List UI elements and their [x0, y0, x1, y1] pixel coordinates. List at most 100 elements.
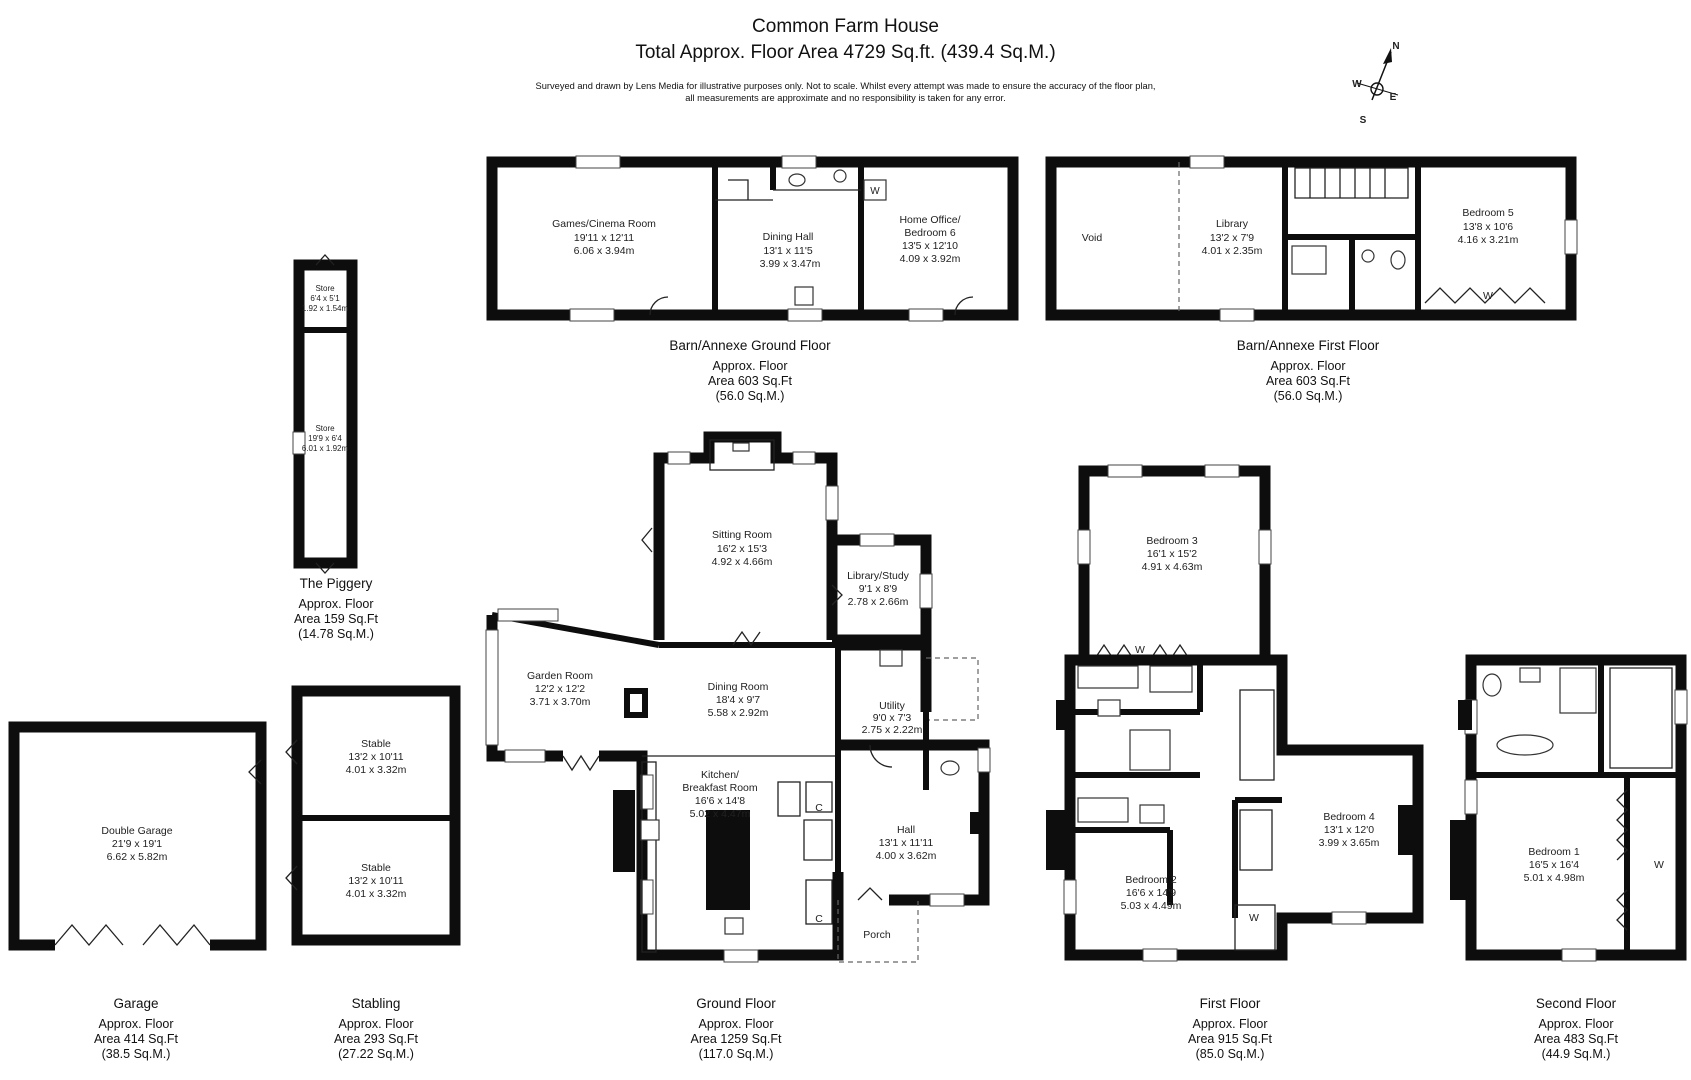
- room-bedroom4-name: Bedroom 4: [1323, 811, 1375, 823]
- room-double-garage-name: Double Garage: [101, 825, 172, 837]
- floor-name: Ground Floor: [696, 996, 776, 1011]
- room-home-office-name2: Bedroom 6: [904, 227, 956, 239]
- floor-label: Approx. Floor: [712, 359, 788, 373]
- room-hall-name: Hall: [897, 824, 915, 836]
- floor-label: Approx. Floor: [1270, 359, 1346, 373]
- room-store2-imperial: 19'9 x 6'4: [308, 434, 342, 443]
- floor-area: Area 414 Sq.Ft: [93, 1032, 179, 1046]
- disclaimer: Surveyed and drawn by Lens Media for ill…: [0, 80, 1691, 104]
- room-stable2-name: Stable: [361, 862, 391, 874]
- wardrobe-mark: W: [1483, 290, 1493, 302]
- room-dining-imperial: 18'4 x 9'7: [716, 694, 760, 706]
- floor-label: Approx. Floor: [298, 597, 374, 611]
- compass-south: S: [1360, 115, 1367, 126]
- floor-metric: (38.5 Sq.M.): [101, 1047, 171, 1061]
- room-double-garage-imperial: 21'9 x 19'1: [112, 838, 162, 850]
- room-bedroom5-name: Bedroom 5: [1462, 207, 1514, 219]
- room-bedroom1-imperial: 16'5 x 16'4: [1529, 859, 1579, 871]
- wardrobe-mark: W: [1249, 912, 1259, 924]
- room-bedroom5-imperial: 13'8 x 10'6: [1463, 221, 1513, 233]
- floor-label: Approx. Floor: [1538, 1017, 1614, 1031]
- wardrobe-mark: W: [1654, 859, 1664, 871]
- floor-area: Area 483 Sq.Ft: [1533, 1032, 1619, 1046]
- room-kitchen-metric: 5.02 x 4.47m: [690, 808, 751, 820]
- room-store1-imperial: 6'4 x 5'1: [310, 294, 340, 303]
- room-games-metric: 6.06 x 3.94m: [574, 245, 635, 257]
- barn-first-floor: Void Library 13'2 x 7'9 4.01 x 2.35m Bed…: [1045, 155, 1578, 322]
- room-double-garage-metric: 6.62 x 5.82m: [107, 851, 168, 863]
- compass-west: W: [1352, 79, 1362, 90]
- caption-stabling: Stabling Approx. Floor Area 293 Sq.Ft (2…: [266, 996, 486, 1062]
- floor-metric: (85.0 Sq.M.): [1195, 1047, 1265, 1061]
- floor-metric: (56.0 Sq.M.): [715, 389, 785, 403]
- floor-name: Barn/Annexe First Floor: [1236, 338, 1380, 353]
- floor-area: Area 603 Sq.Ft: [1265, 374, 1351, 388]
- room-sitting-imperial: 16'2 x 15'3: [717, 543, 767, 555]
- floor-area: Area 915 Sq.Ft: [1187, 1032, 1273, 1046]
- room-library-study-name: Library/Study: [847, 570, 910, 582]
- room-bedroom2-imperial: 16'6 x 14'9: [1126, 887, 1176, 899]
- room-stable1-metric: 4.01 x 3.32m: [346, 764, 407, 776]
- room-hall-imperial: 13'1 x 11'11: [879, 837, 934, 849]
- room-library-metric: 4.01 x 2.35m: [1202, 245, 1263, 257]
- room-store1-name: Store: [315, 284, 335, 293]
- room-store2-metric: 6.01 x 1.92m: [302, 444, 349, 453]
- floor-name: Stabling: [351, 996, 401, 1011]
- room-library-study-metric: 2.78 x 2.66m: [848, 596, 909, 608]
- room-store2-name: Store: [315, 424, 335, 433]
- floor-label: Approx. Floor: [1192, 1017, 1268, 1031]
- first-floor: W W Bedroom 3 16'1 x 15'2 4.91 x 4.63m B…: [1046, 464, 1424, 962]
- room-void-name: Void: [1082, 232, 1103, 244]
- room-dining-metric: 5.58 x 2.92m: [708, 707, 769, 719]
- floor-label: Approx. Floor: [698, 1017, 774, 1031]
- room-bedroom5-metric: 4.16 x 3.21m: [1458, 234, 1519, 246]
- compass-east: E: [1390, 92, 1397, 103]
- disclaimer-line-2: all measurements are approximate and no …: [685, 93, 1006, 103]
- floor-name: The Piggery: [299, 576, 373, 591]
- room-bedroom2-name: Bedroom 2: [1125, 874, 1177, 886]
- floor-name: First Floor: [1199, 996, 1261, 1011]
- caption-barn-ground: Barn/Annexe Ground Floor Approx. Floor A…: [640, 338, 860, 404]
- floor-area: Area 1259 Sq.Ft: [690, 1032, 782, 1046]
- room-stable2-imperial: 13'2 x 10'11: [348, 875, 403, 887]
- room-garden-name: Garden Room: [527, 670, 593, 682]
- wardrobe-mark: W: [1135, 644, 1145, 656]
- room-bedroom3-metric: 4.91 x 4.63m: [1142, 561, 1203, 573]
- caption-barn-first: Barn/Annexe First Floor Approx. Floor Ar…: [1198, 338, 1418, 404]
- room-dining-name: Dining Room: [708, 681, 769, 693]
- caption-garage: Garage Approx. Floor Area 414 Sq.Ft (38.…: [26, 996, 246, 1062]
- room-bedroom3-name: Bedroom 3: [1146, 535, 1198, 547]
- room-bedroom3-imperial: 16'1 x 15'2: [1147, 548, 1197, 560]
- room-garden-metric: 3.71 x 3.70m: [530, 696, 591, 708]
- garage-floor: Double Garage 21'9 x 19'1 6.62 x 5.82m: [8, 721, 267, 951]
- cupboard-mark-1: C: [815, 802, 823, 814]
- room-utility-imperial: 9'0 x 7'3: [873, 712, 912, 724]
- room-home-office-name: Home Office/: [899, 214, 960, 226]
- floor-metric: (44.9 Sq.M.): [1541, 1047, 1611, 1061]
- room-kitchen-name2: Breakfast Room: [682, 782, 758, 794]
- room-dining-hall-name: Dining Hall: [763, 231, 814, 243]
- stabling-floor: Stable 13'2 x 10'11 4.01 x 3.32m Stable …: [285, 685, 461, 946]
- barn-ground-floor: W Games/Cinema Room 19'11 x 12'11 6.06 x…: [486, 155, 1019, 322]
- room-porch-name: Porch: [863, 929, 891, 941]
- room-kitchen-name: Kitchen/: [701, 769, 739, 781]
- room-stable1-imperial: 13'2 x 10'11: [348, 751, 403, 763]
- room-garden-imperial: 12'2 x 12'2: [535, 683, 585, 695]
- floor-name: Second Floor: [1535, 996, 1617, 1011]
- floor-area: Area 159 Sq.Ft: [293, 612, 379, 626]
- room-sitting-name: Sitting Room: [712, 529, 772, 541]
- piggery-floor: Store 6'4 x 5'1 1.92 x 1.54m Store 19'9 …: [292, 254, 358, 574]
- caption-first: First Floor Approx. Floor Area 915 Sq.Ft…: [1120, 996, 1340, 1062]
- plan-title: Common Farm House: [752, 16, 939, 37]
- total-area: Total Approx. Floor Area 4729 Sq.ft. (43…: [635, 42, 1056, 63]
- floor-metric: (27.22 Sq.M.): [338, 1047, 414, 1061]
- room-bedroom1-metric: 5.01 x 4.98m: [1524, 872, 1585, 884]
- floor-area: Area 293 Sq.Ft: [333, 1032, 419, 1046]
- room-library-imperial: 13'2 x 7'9: [1210, 232, 1254, 244]
- caption-second: Second Floor Approx. Floor Area 483 Sq.F…: [1466, 996, 1686, 1062]
- floor-metric: (14.78 Sq.M.): [298, 627, 374, 641]
- room-kitchen-imperial: 16'6 x 14'8: [695, 795, 745, 807]
- room-home-office-metric: 4.09 x 3.92m: [900, 253, 961, 265]
- room-utility-name: Utility: [879, 700, 905, 712]
